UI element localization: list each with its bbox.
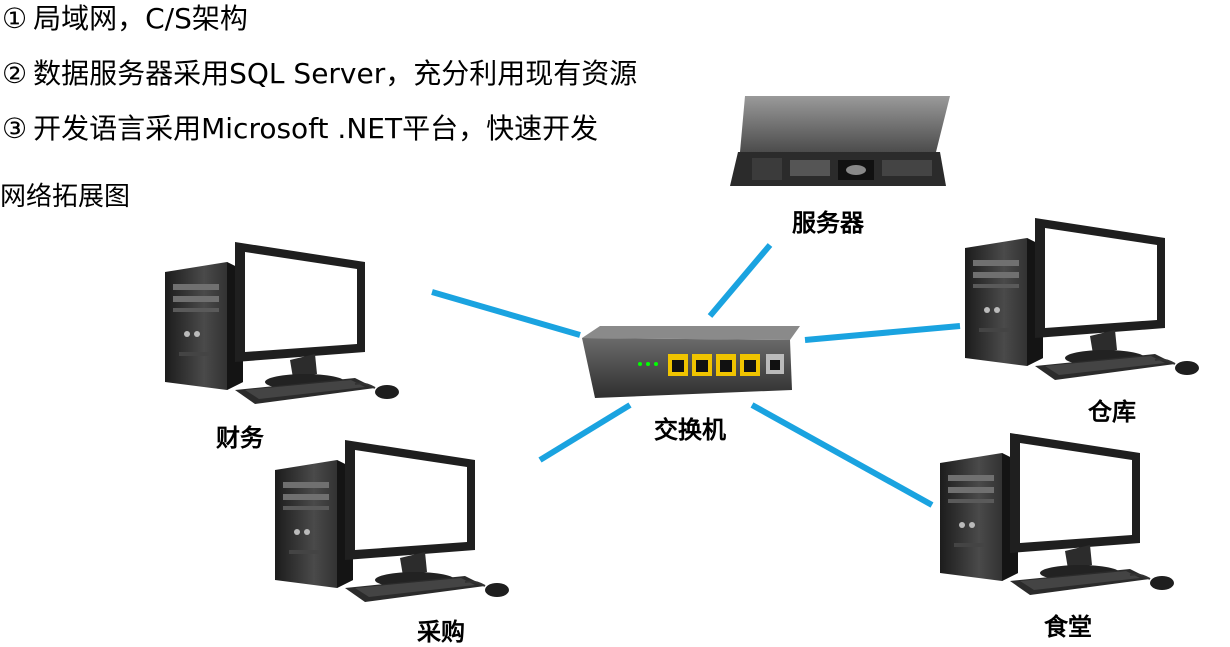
warehouse-computer (964, 217, 1200, 381)
purchasing-computer (274, 439, 510, 603)
bullet-number: ① (2, 2, 28, 35)
server-device (730, 96, 950, 186)
bullet-number: ② (2, 57, 28, 90)
link-canteen (750, 402, 934, 508)
bullet-text: 局域网，C/S架构 (33, 2, 248, 35)
switch-label: 交换机 (654, 416, 726, 444)
canteen-computer (939, 432, 1175, 596)
link-finance (431, 289, 581, 338)
bullet-text: 开发语言采用Microsoft .NET平台，快速开发 (33, 112, 599, 145)
link-warehouse (804, 323, 961, 343)
purchasing-label: 采购 (417, 618, 465, 646)
bullet-text: 数据服务器采用SQL Server，充分利用现有资源 (33, 57, 638, 90)
link-server (707, 243, 773, 318)
switch-device (582, 326, 800, 398)
warehouse-label: 仓库 (1088, 398, 1136, 426)
finance-computer (164, 241, 400, 405)
server-label: 服务器 (792, 209, 864, 237)
finance-label: 财务 (216, 424, 264, 452)
section-title: 网络拓展图 (0, 182, 131, 212)
bullet-number: ③ (2, 112, 28, 145)
canteen-label: 食堂 (1044, 613, 1092, 641)
link-purchasing (538, 402, 632, 463)
